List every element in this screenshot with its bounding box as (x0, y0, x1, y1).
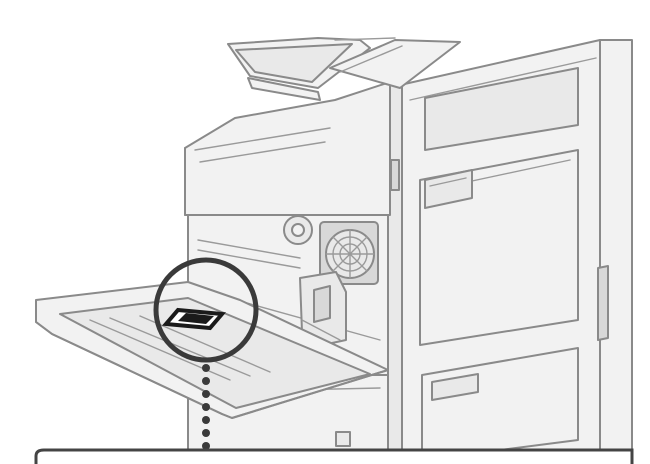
toner-knob (283, 215, 313, 245)
printer-front-upper (184, 81, 391, 216)
callout-circle (153, 257, 259, 363)
opened-front-cover (35, 281, 389, 419)
bottom-band (34, 448, 634, 464)
control-panel (227, 37, 396, 101)
right-side-handle (424, 169, 473, 209)
right-upper-panel (424, 67, 579, 151)
highlighted-part (161, 307, 227, 331)
right-vertical-slot (597, 265, 609, 341)
right-lower-drawer (421, 347, 579, 461)
fan-grille (319, 221, 379, 285)
top-output-tray (329, 39, 461, 89)
